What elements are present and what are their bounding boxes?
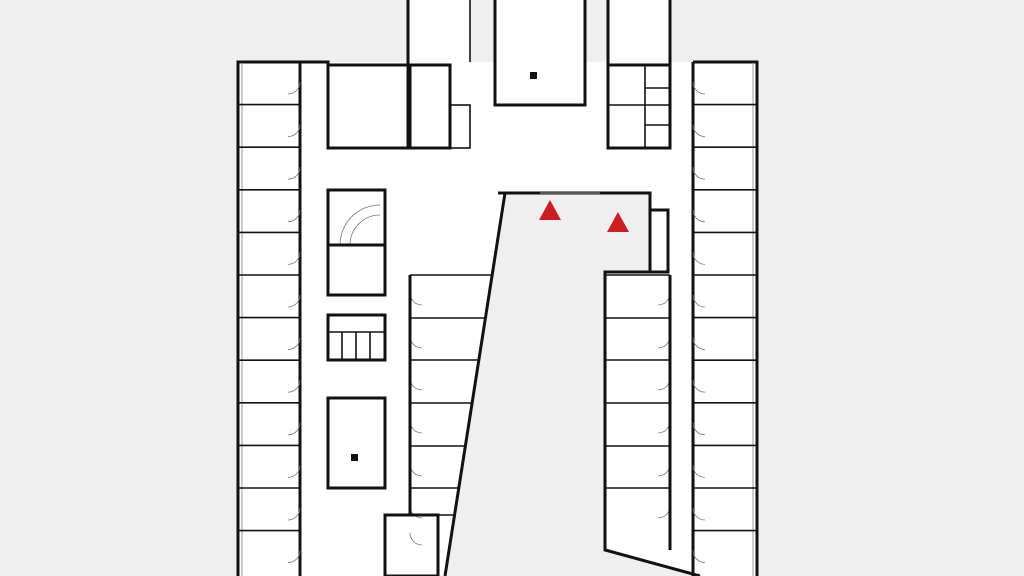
door-swing-icon [287,294,301,308]
elevator-shaft [326,396,387,490]
room-top-left [326,63,410,150]
door-swing-icon [692,81,706,95]
door-swing-icon [287,252,301,265]
door-swing-icon [287,81,301,95]
column-marker [530,72,537,79]
door-swing-icon [692,380,706,393]
door-swing-icon [692,507,706,521]
door-swing-icon [692,167,706,180]
wc-top [449,104,471,149]
door-swing-icon [692,294,706,308]
door-swing-icon [692,124,706,137]
door-swing-icon [287,124,301,137]
door-swing-icon [692,550,706,563]
rooms [238,61,757,563]
stair-icon [339,204,381,246]
door-swing-icon [692,252,706,265]
door-swing-icon [287,337,301,350]
door-swing-icon [287,209,301,223]
courtyard [445,193,650,576]
door-swing-icon [409,532,423,546]
door-swing-icon [692,422,706,436]
core-blocks [326,63,672,576]
small-storage [648,208,670,274]
door-swing-icon [692,465,706,478]
door-swing-icon [287,550,301,563]
door-swing-icon [287,167,301,180]
door-swing-icon [287,380,301,393]
door-swing-icon [287,422,301,436]
courtyard-walls [443,191,701,576]
door-swing-icon [692,209,706,223]
red-triangle-marker [607,212,629,232]
door-swing-icon [287,507,301,521]
door-swing-icon [692,337,706,350]
wc-block-right [606,63,672,150]
room-bottom [383,513,440,576]
door-swing-icon [287,465,301,478]
column-marker [351,454,358,461]
utility-room [326,243,387,297]
red-triangle-marker [539,200,561,220]
